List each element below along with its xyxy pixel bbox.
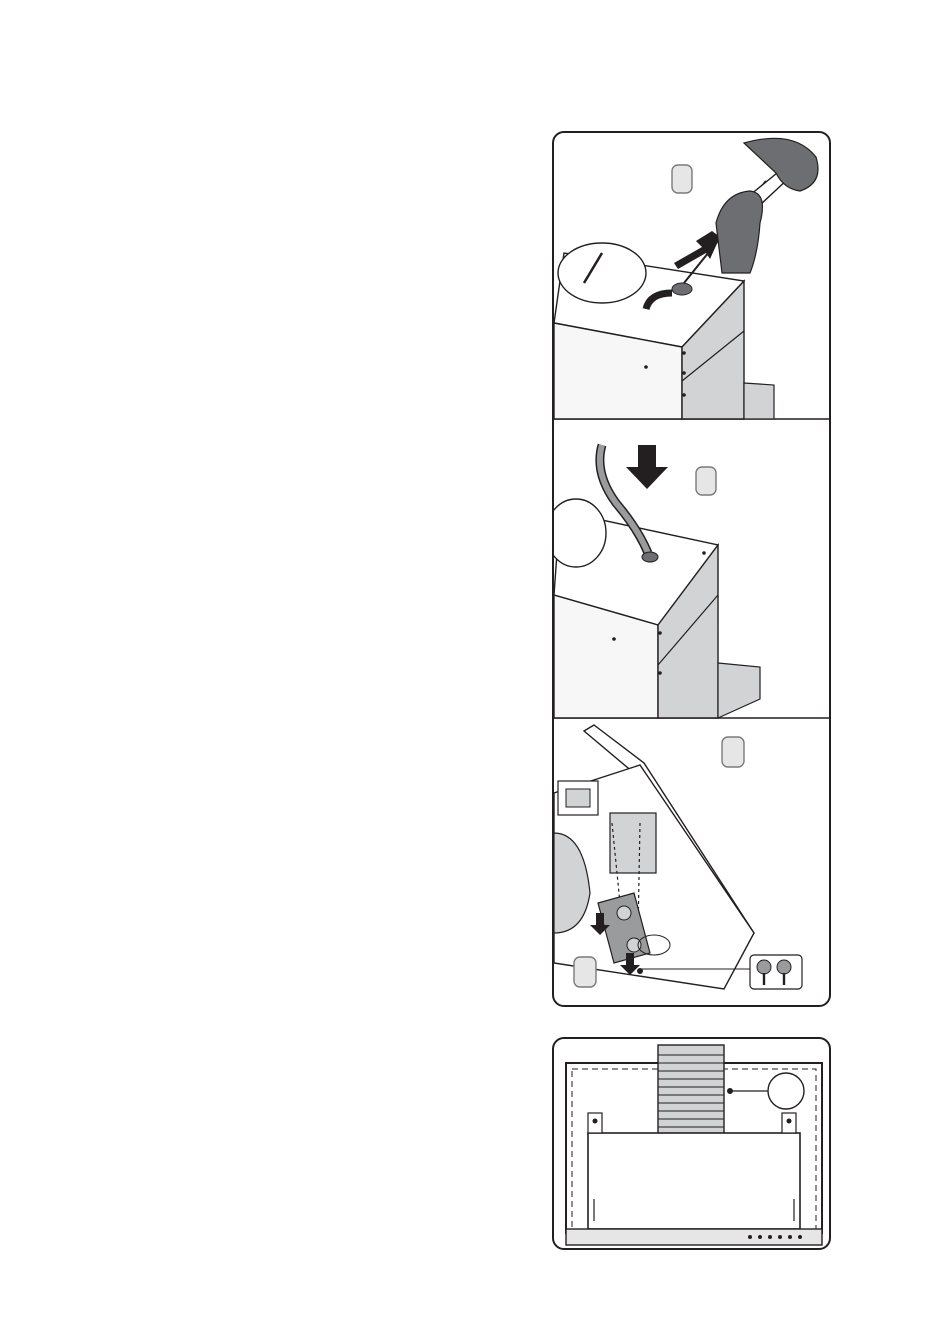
step-badge bbox=[672, 165, 692, 193]
step-badge-secondary bbox=[574, 957, 596, 987]
screw-icon bbox=[777, 960, 791, 974]
hood-body bbox=[588, 1133, 800, 1229]
installation-steps-illustration bbox=[554, 133, 831, 1007]
control-button bbox=[788, 1235, 792, 1239]
control-button bbox=[798, 1235, 802, 1239]
control-strip bbox=[566, 1229, 822, 1245]
hood-front-view-illustration bbox=[554, 1039, 831, 1250]
knockout-hole bbox=[672, 283, 692, 295]
control-button bbox=[768, 1235, 772, 1239]
screws-legend bbox=[750, 955, 802, 989]
duct-collar bbox=[554, 499, 606, 567]
screw-icon bbox=[757, 960, 771, 974]
down-left-arrow-icon bbox=[674, 231, 720, 269]
terminal-box bbox=[610, 813, 656, 873]
control-button bbox=[778, 1235, 782, 1239]
screw-icon bbox=[637, 968, 643, 974]
control-button bbox=[748, 1235, 752, 1239]
callout-circle bbox=[768, 1073, 804, 1109]
box-base bbox=[718, 663, 760, 718]
step-terminal-cover bbox=[554, 725, 802, 989]
gloved-hand-icon bbox=[716, 191, 762, 273]
step-badge bbox=[722, 737, 744, 767]
hood-front-view-panel bbox=[552, 1037, 831, 1250]
flexible-duct bbox=[658, 1045, 724, 1135]
installation-steps-panel bbox=[552, 131, 831, 1007]
step-knockout-removal bbox=[554, 138, 818, 419]
cable-entry-hole bbox=[642, 552, 658, 562]
step-badge bbox=[696, 467, 716, 495]
box-base bbox=[744, 383, 774, 419]
control-button bbox=[758, 1235, 762, 1239]
down-arrow-icon bbox=[626, 445, 668, 489]
step-cable-insertion bbox=[554, 445, 760, 718]
duct-collar bbox=[558, 243, 646, 303]
